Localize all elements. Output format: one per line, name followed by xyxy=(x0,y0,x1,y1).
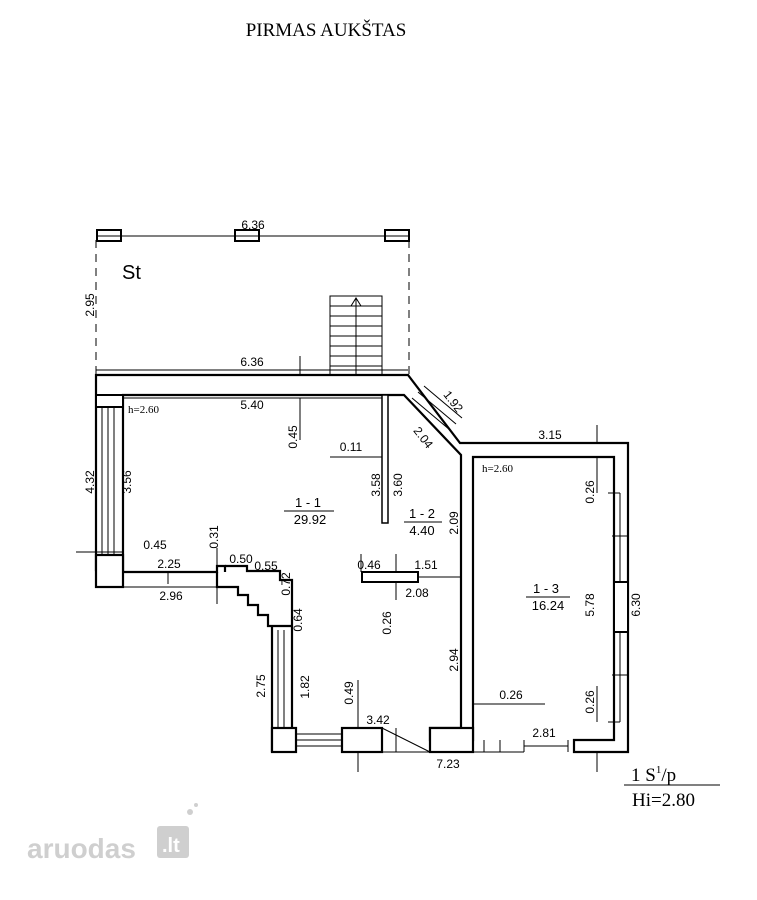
watermark-brand: aruodas xyxy=(27,833,136,864)
dim-0-72: 0.72 xyxy=(279,572,293,596)
dim-2-96: 2.96 xyxy=(159,589,183,603)
dim-terrace-depth: 2.95 xyxy=(83,293,97,317)
scale-note-line2: Hi=2.80 xyxy=(632,790,695,811)
dim-1-82: 1.82 xyxy=(298,675,312,699)
dim-6-30: 6.30 xyxy=(629,593,643,617)
dim-0-26-center: 0.26 xyxy=(380,611,394,635)
dim-2-75: 2.75 xyxy=(254,674,268,698)
room-1-1-id: 1 - 1 xyxy=(295,495,321,510)
dim-2-08: 2.08 xyxy=(405,586,429,600)
room-1-3-label: 1 - 3 16.24 xyxy=(526,581,570,613)
dim-0-46: 0.46 xyxy=(357,558,381,572)
dim-3-60: 3.60 xyxy=(391,473,405,497)
terrace-label: St xyxy=(122,262,141,284)
watermark-tld: .lt xyxy=(162,835,180,857)
dim-7-23: 7.23 xyxy=(436,757,460,771)
dim-0-49: 0.49 xyxy=(342,681,356,705)
room-1-2-id: 1 - 2 xyxy=(409,506,435,521)
room-1-3-height: h=2.60 xyxy=(482,463,513,475)
svg-text:1 S1/p: 1 S1/p xyxy=(631,764,676,786)
watermark-house-icon xyxy=(157,826,189,858)
dim-2-25: 2.25 xyxy=(157,557,181,571)
room-1-3-id: 1 - 3 xyxy=(533,581,559,596)
dim-2-81: 2.81 xyxy=(532,726,556,740)
dim-0-26-bottom-right: 0.26 xyxy=(583,690,597,714)
dim-left-inner: 3.56 xyxy=(120,470,134,494)
dim-3-58: 3.58 xyxy=(369,473,383,497)
scale-note-line1-end: /p xyxy=(661,765,676,786)
scale-note: 1 S1/p Hi=2.80 xyxy=(624,764,720,811)
dim-0-50: 0.50 xyxy=(229,552,253,566)
walls xyxy=(94,373,630,754)
dim-5-78: 5.78 xyxy=(583,593,597,617)
scale-note-superscript: 1 xyxy=(656,764,662,776)
room-1-1-height: h=2.60 xyxy=(128,404,159,416)
dim-0-64: 0.64 xyxy=(291,608,305,632)
scale-note-line1: 1 S xyxy=(631,765,656,786)
room-1-1-label: 1 - 1 29.92 xyxy=(284,495,334,527)
room-1-3-area: 16.24 xyxy=(532,598,565,613)
dim-diagonal-outer: 1.92 xyxy=(440,388,466,415)
dim-0-45-top: 0.45 xyxy=(286,425,300,449)
dimension-lines xyxy=(76,235,628,772)
dim-0-45-left: 0.45 xyxy=(143,538,167,552)
dim-2-09: 2.09 xyxy=(447,511,461,535)
dim-1-51: 1.51 xyxy=(414,558,438,572)
room-1-2-area: 4.40 xyxy=(409,523,434,538)
dim-0-26-right-room: 0.26 xyxy=(499,688,523,702)
dim-3-42: 3.42 xyxy=(366,713,390,727)
dim-0-26-top-right: 0.26 xyxy=(583,480,597,504)
terrace: St xyxy=(95,229,410,376)
dim-0-55: 0.55 xyxy=(254,559,278,573)
dim-2-94: 2.94 xyxy=(447,648,461,672)
dim-terrace-width: 6.36 xyxy=(241,218,265,232)
page-title: PIRMAS AUKŠTAS xyxy=(246,19,407,41)
room-1-1-area: 29.92 xyxy=(294,512,327,527)
room-1-2-label: 1 - 2 4.40 xyxy=(404,506,442,538)
dim-diagonal-inner: 2.04 xyxy=(410,424,436,451)
dim-0-11: 0.11 xyxy=(340,440,363,454)
dim-left-outer: 4.32 xyxy=(83,470,97,494)
aruodas-watermark: aruodas .lt xyxy=(27,803,198,864)
terrace-stairs xyxy=(329,295,383,376)
dim-0-31: 0.31 xyxy=(207,525,221,549)
dim-top-wall: 6.36 xyxy=(240,355,264,369)
dim-right-top: 3.15 xyxy=(538,428,562,442)
dim-inner-top: 5.40 xyxy=(240,398,264,412)
